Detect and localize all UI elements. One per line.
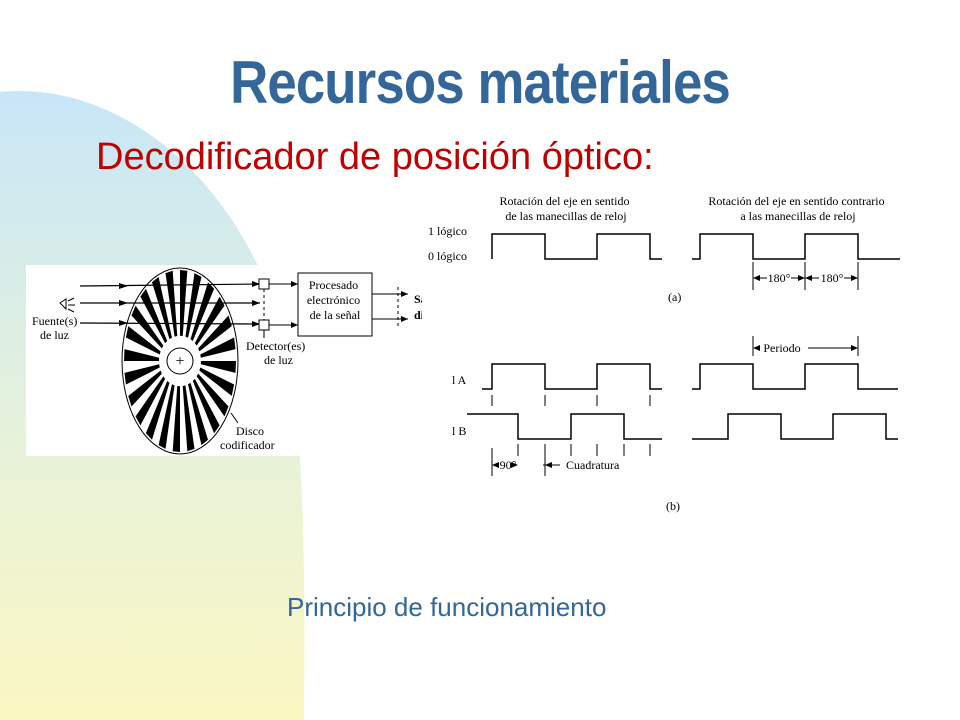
figure-caption: Principio de funcionamiento: [287, 592, 607, 622]
disk-slot: [194, 296, 225, 346]
level-low-label: 0 lógico: [428, 249, 467, 263]
light-source-label: Fuente(s) de luz: [32, 314, 80, 342]
disk-slot: [172, 385, 180, 452]
disk-slot: [188, 382, 208, 446]
disk-slot: [200, 337, 236, 358]
light-source-icon: [59, 297, 75, 313]
deg-90-label: 90°: [500, 458, 517, 472]
disk-slot: [131, 305, 164, 349]
disk-slot: [182, 385, 195, 452]
deg-180-label-2: 180°: [821, 271, 844, 285]
disk-slot: [125, 326, 161, 355]
disk-slot: [135, 376, 166, 426]
deg-180-label-1: 180°: [768, 271, 791, 285]
waveform-b-channel-a-cw: [482, 363, 662, 390]
disk-slot: [192, 378, 220, 434]
waveform-b-channel-b-cw: [467, 413, 662, 440]
detector-label: Detector(es) de luz: [246, 339, 308, 367]
encoder-svg: + Fuente(s) de luz: [32, 267, 447, 455]
encoder-disk: [121, 267, 239, 455]
periodo-label: Periodo: [763, 341, 800, 355]
signal-processor-box: [297, 272, 373, 337]
cuadratura-label: Cuadratura: [566, 458, 620, 472]
waveform-svg: Rotación del eje en sentido de las manec…: [428, 194, 900, 513]
disk-slot: [199, 367, 235, 396]
disk-slot: [124, 349, 160, 361]
disk-slot: [200, 361, 236, 373]
detector-wires: [269, 283, 298, 326]
disk-slot: [124, 364, 160, 385]
disk-pointer: [230, 412, 239, 424]
disk-hub: [166, 347, 194, 375]
part-b-label: (b): [666, 499, 680, 513]
detector-box-2: [258, 319, 270, 331]
disk-label: Disco codificador: [220, 424, 275, 452]
waveform-b-channel-a-ccw: [692, 363, 898, 390]
channel-a-label: l A: [452, 373, 467, 387]
disk-slot: [196, 373, 229, 417]
disk-slot: [128, 370, 162, 407]
page-title: Recursos materiales: [230, 49, 731, 116]
disk-slot: [185, 273, 202, 338]
waveform-b-channel-b-ccw: [692, 413, 898, 440]
disk-slot: [158, 384, 175, 449]
disk-slot: [190, 282, 215, 342]
ray-arrowheads: [119, 281, 260, 327]
heading-cw: Rotación del eje en sentido de las manec…: [500, 194, 633, 223]
part-a-label: (a): [668, 290, 681, 304]
channel-b-label: l B: [452, 424, 466, 438]
waveform-diagram: Rotación del eje en sentido de las manec…: [422, 186, 924, 527]
page-subtitle: Decodificador de posición óptico:: [96, 136, 654, 178]
light-rays: [79, 283, 261, 325]
heading-ccw: Rotación del eje en sentido contrario a …: [708, 194, 887, 223]
waveform-a-ccw: [692, 233, 900, 260]
level-high-label: 1 lógico: [428, 224, 467, 238]
disk-slot: [140, 288, 168, 344]
disk-slot: [165, 270, 178, 337]
disk-slot: [198, 315, 232, 352]
disk-slot: [145, 380, 170, 440]
signal-processor-label: Procesado electrónico de la señal: [307, 278, 363, 322]
waveform-a-cw: [491, 233, 662, 260]
detector-box-1: [258, 278, 270, 290]
encoder-diagram: + Fuente(s) de luz: [26, 265, 456, 456]
disk-center-mark: +: [175, 353, 184, 370]
